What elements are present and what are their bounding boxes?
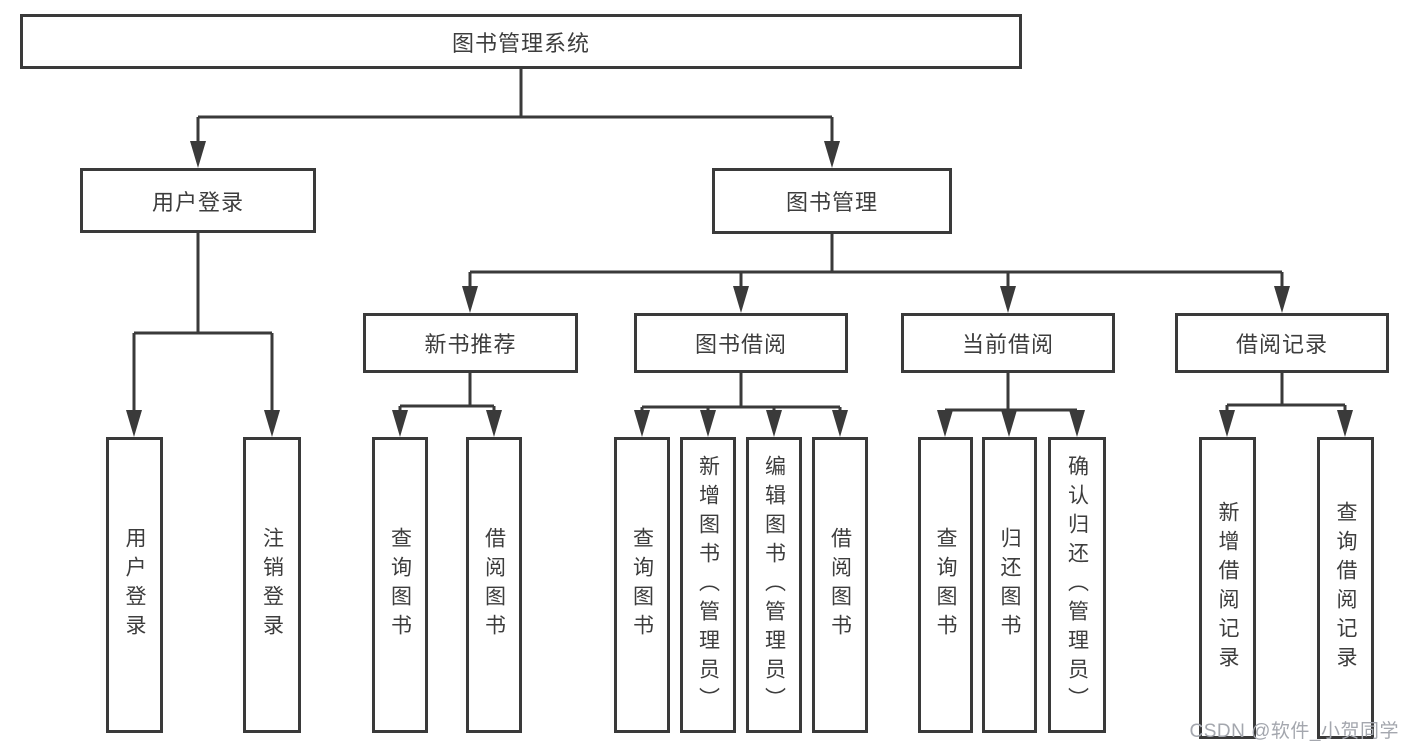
node-book-borrowing: 图书借阅 xyxy=(634,313,848,373)
leaf-query-books-recommend: 查询图书 xyxy=(372,437,428,733)
leaf-query-borrow-record: 查询借阅记录 xyxy=(1317,437,1374,739)
connector-book-borrow-to-leaves xyxy=(640,373,842,432)
leaf-query-books-current: 查询图书 xyxy=(918,437,973,733)
leaf-add-books-admin: 新增图书（管理员） xyxy=(680,437,736,733)
leaf-borrow-books: 借阅图书 xyxy=(812,437,868,733)
leaf-return-books: 归还图书 xyxy=(982,437,1037,733)
connector-borrow-records-to-leaves xyxy=(1225,373,1347,432)
node-user-login: 用户登录 xyxy=(80,168,316,233)
connector-new-book-rec-to-leaves xyxy=(398,373,496,432)
connector-root-to-level2 xyxy=(196,69,834,162)
leaf-borrow-books-recommend: 借阅图书 xyxy=(466,437,522,733)
leaf-confirm-return-admin: 确认归还（管理员） xyxy=(1048,437,1106,733)
leaf-query-books-borrowing: 查询图书 xyxy=(614,437,670,733)
node-current-borrowing: 当前借阅 xyxy=(901,313,1115,373)
leaf-user-login: 用户登录 xyxy=(106,437,163,733)
node-new-book-recommendation: 新书推荐 xyxy=(363,313,578,373)
connector-book-mgmt-to-level3 xyxy=(468,234,1284,308)
node-book-management: 图书管理 xyxy=(712,168,952,234)
leaf-logout: 注销登录 xyxy=(243,437,301,733)
node-borrowing-records: 借阅记录 xyxy=(1175,313,1389,373)
node-library-management-system: 图书管理系统 xyxy=(20,14,1022,69)
leaf-add-borrow-record: 新增借阅记录 xyxy=(1199,437,1256,739)
connector-current-borrow-to-leaves xyxy=(943,373,1079,432)
csdn-watermark: CSDN @软件_小贺同学 xyxy=(1189,721,1399,742)
connector-user-login-to-leaves xyxy=(132,233,274,432)
leaf-edit-books-admin: 编辑图书（管理员） xyxy=(746,437,802,733)
